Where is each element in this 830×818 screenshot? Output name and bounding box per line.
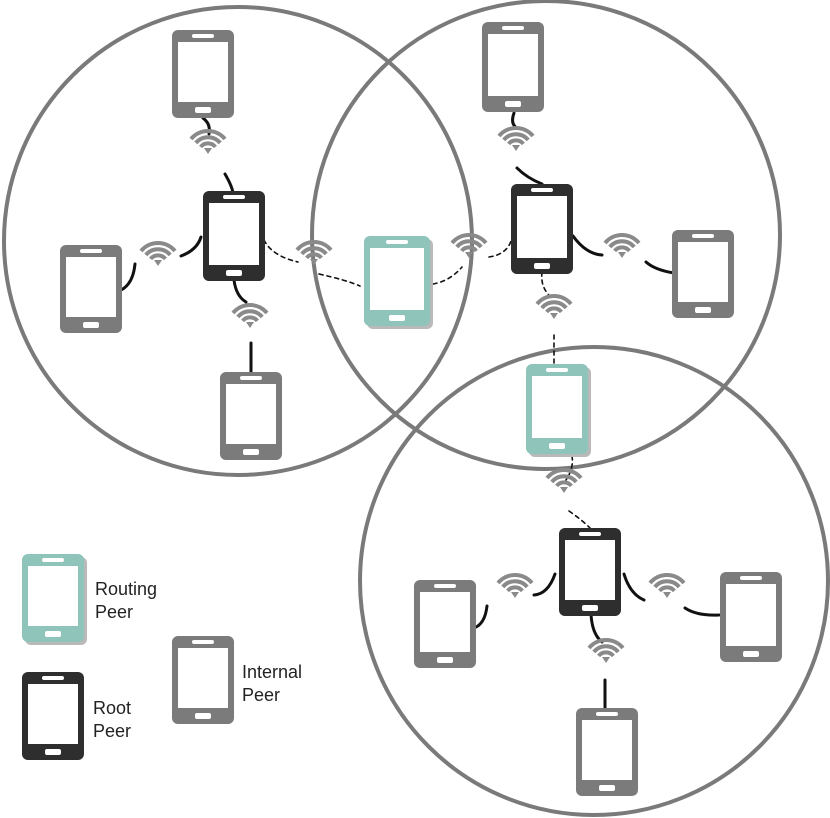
internal-peer-phone-icon (172, 636, 234, 724)
routing-peer-phone-icon (526, 364, 591, 457)
wifi-icon (295, 240, 333, 265)
devices (22, 22, 782, 796)
legend-internal-line1: Internal (242, 662, 303, 682)
internal-link (622, 572, 646, 602)
internal-link (119, 262, 137, 292)
internal-link (683, 606, 721, 617)
internal-link (644, 260, 676, 275)
internal-link (511, 111, 519, 130)
legend-routing-label: Routing Peer (95, 578, 157, 624)
wifi-icon (139, 241, 177, 266)
internal-peer-phone-icon (672, 230, 734, 318)
root-peer-phone-icon (22, 672, 84, 760)
routing-link (263, 239, 299, 263)
internal-peer-phone-icon (172, 30, 234, 118)
internal-link (589, 612, 604, 644)
internal-link (223, 172, 235, 195)
internal-link (532, 572, 557, 597)
legend-internal-label: Internal Peer (242, 661, 302, 707)
legend-internal-line2: Peer (242, 685, 281, 705)
root-peer-phone-icon (203, 191, 265, 281)
legend-routing-line2: Peer (95, 602, 134, 622)
routing-peer-phone-icon (364, 236, 433, 329)
routing-link (568, 510, 591, 529)
internal-peer-phone-icon (482, 22, 544, 112)
legend-root-line2: Peer (93, 721, 132, 741)
internal-peer-phone-icon (720, 572, 782, 662)
wifi-icons (139, 126, 686, 663)
internal-peer-phone-icon (220, 372, 282, 460)
internal-peer-phone-icon (414, 580, 476, 668)
routing-link (432, 266, 463, 285)
routing-link (488, 236, 513, 258)
wifi-icon (450, 233, 488, 258)
wifi-icon (648, 573, 686, 598)
wifi-icon (603, 233, 641, 258)
legend-routing-line1: Routing (95, 579, 158, 599)
routing-link (318, 273, 361, 287)
internal-peer-phone-icon (60, 245, 122, 333)
legend-root-line1: Root (93, 698, 132, 718)
wifi-icon (496, 573, 534, 598)
peer-group-circle (358, 345, 830, 817)
wifi-icon (189, 129, 227, 154)
wifi-icon (497, 126, 535, 151)
internal-link (515, 166, 544, 186)
wifi-icon (535, 294, 573, 319)
routing-peer-phone-icon (22, 554, 87, 645)
routing-link (565, 455, 574, 481)
internal-peer-phone-icon (576, 708, 638, 796)
wifi-icon (545, 468, 583, 493)
legend-root-label: Root Peer (93, 697, 131, 743)
internal-link (571, 234, 604, 257)
wifi-icon (587, 638, 625, 663)
root-peer-phone-icon (511, 184, 573, 274)
internal-link (232, 278, 248, 304)
wifi-icon (231, 303, 269, 328)
root-peer-phone-icon (559, 528, 621, 616)
internal-link (179, 235, 203, 258)
peer-group-circle (310, 0, 782, 471)
routing-link (540, 271, 553, 299)
